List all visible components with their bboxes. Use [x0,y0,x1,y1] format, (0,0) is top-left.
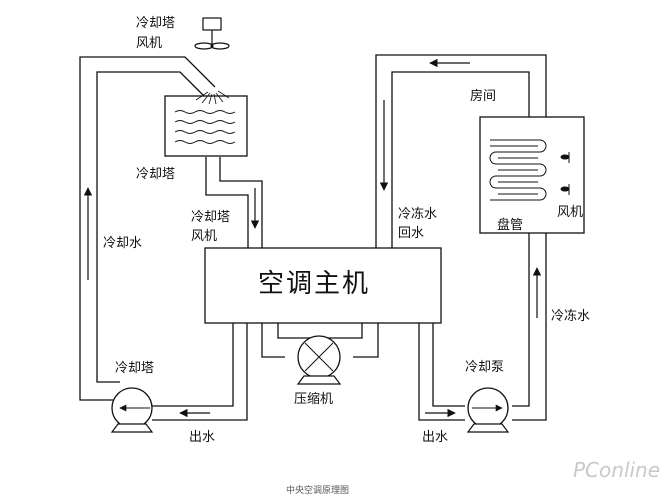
main-unit-label: 空调主机 [258,269,371,299]
watermark-logo: PConline [573,458,661,482]
room-box [479,116,585,234]
outlet-left-label: 出水 [189,430,216,445]
cooling-pump-label: 冷却泵 [465,360,505,375]
right-return-outer [375,54,547,248]
unit-to-left-pump-outer [152,323,248,421]
room-fan-icon [560,152,570,195]
left-outer-pipe [79,56,216,401]
cooling-water-label: 冷却水 [103,236,143,251]
tower-fan-label-2: 冷却塔 风机 [191,210,231,244]
cooling-tower-tank [164,95,248,157]
compressor-pipe [261,323,285,358]
right-supply-outer [512,233,547,421]
tower-outlet-pipe [205,157,249,248]
right-supply-inner [512,233,530,407]
water-waves-icon [174,110,236,144]
compressor-pipe-2 [353,323,379,358]
spray-icon [195,90,230,105]
coil-icon [489,139,547,201]
tower-fan-label: 冷却塔 风机 [136,16,176,51]
main-unit-box [204,247,442,324]
tower-label: 冷却塔 [136,167,176,182]
fan-label: 风机 [557,205,584,220]
cooling-tower-pump-label: 冷却塔 [115,361,155,376]
room-label: 房间 [470,89,497,104]
right-pump-icon [466,387,510,433]
unit-to-right-pump-outer [418,323,465,421]
tower-outlet-pipe-2 [219,157,263,248]
unit-to-right-pump-inner [432,323,465,407]
right-return-inner [391,71,530,248]
tower-fan-icon [194,17,230,50]
compressor-label: 压缩机 [294,392,334,407]
chilled-return-label: 冷冻水 回水 [398,207,438,241]
left-pump-icon [110,387,154,433]
chilled-water-label: 冷冻水 [551,309,591,324]
coil-label: 盘管 [497,218,524,233]
outlet-right-label: 出水 [422,430,449,445]
unit-to-left-pump-inner [152,323,234,407]
diagram-caption: 中央空调原理图 [286,486,350,496]
left-inner-pipe [96,71,205,383]
